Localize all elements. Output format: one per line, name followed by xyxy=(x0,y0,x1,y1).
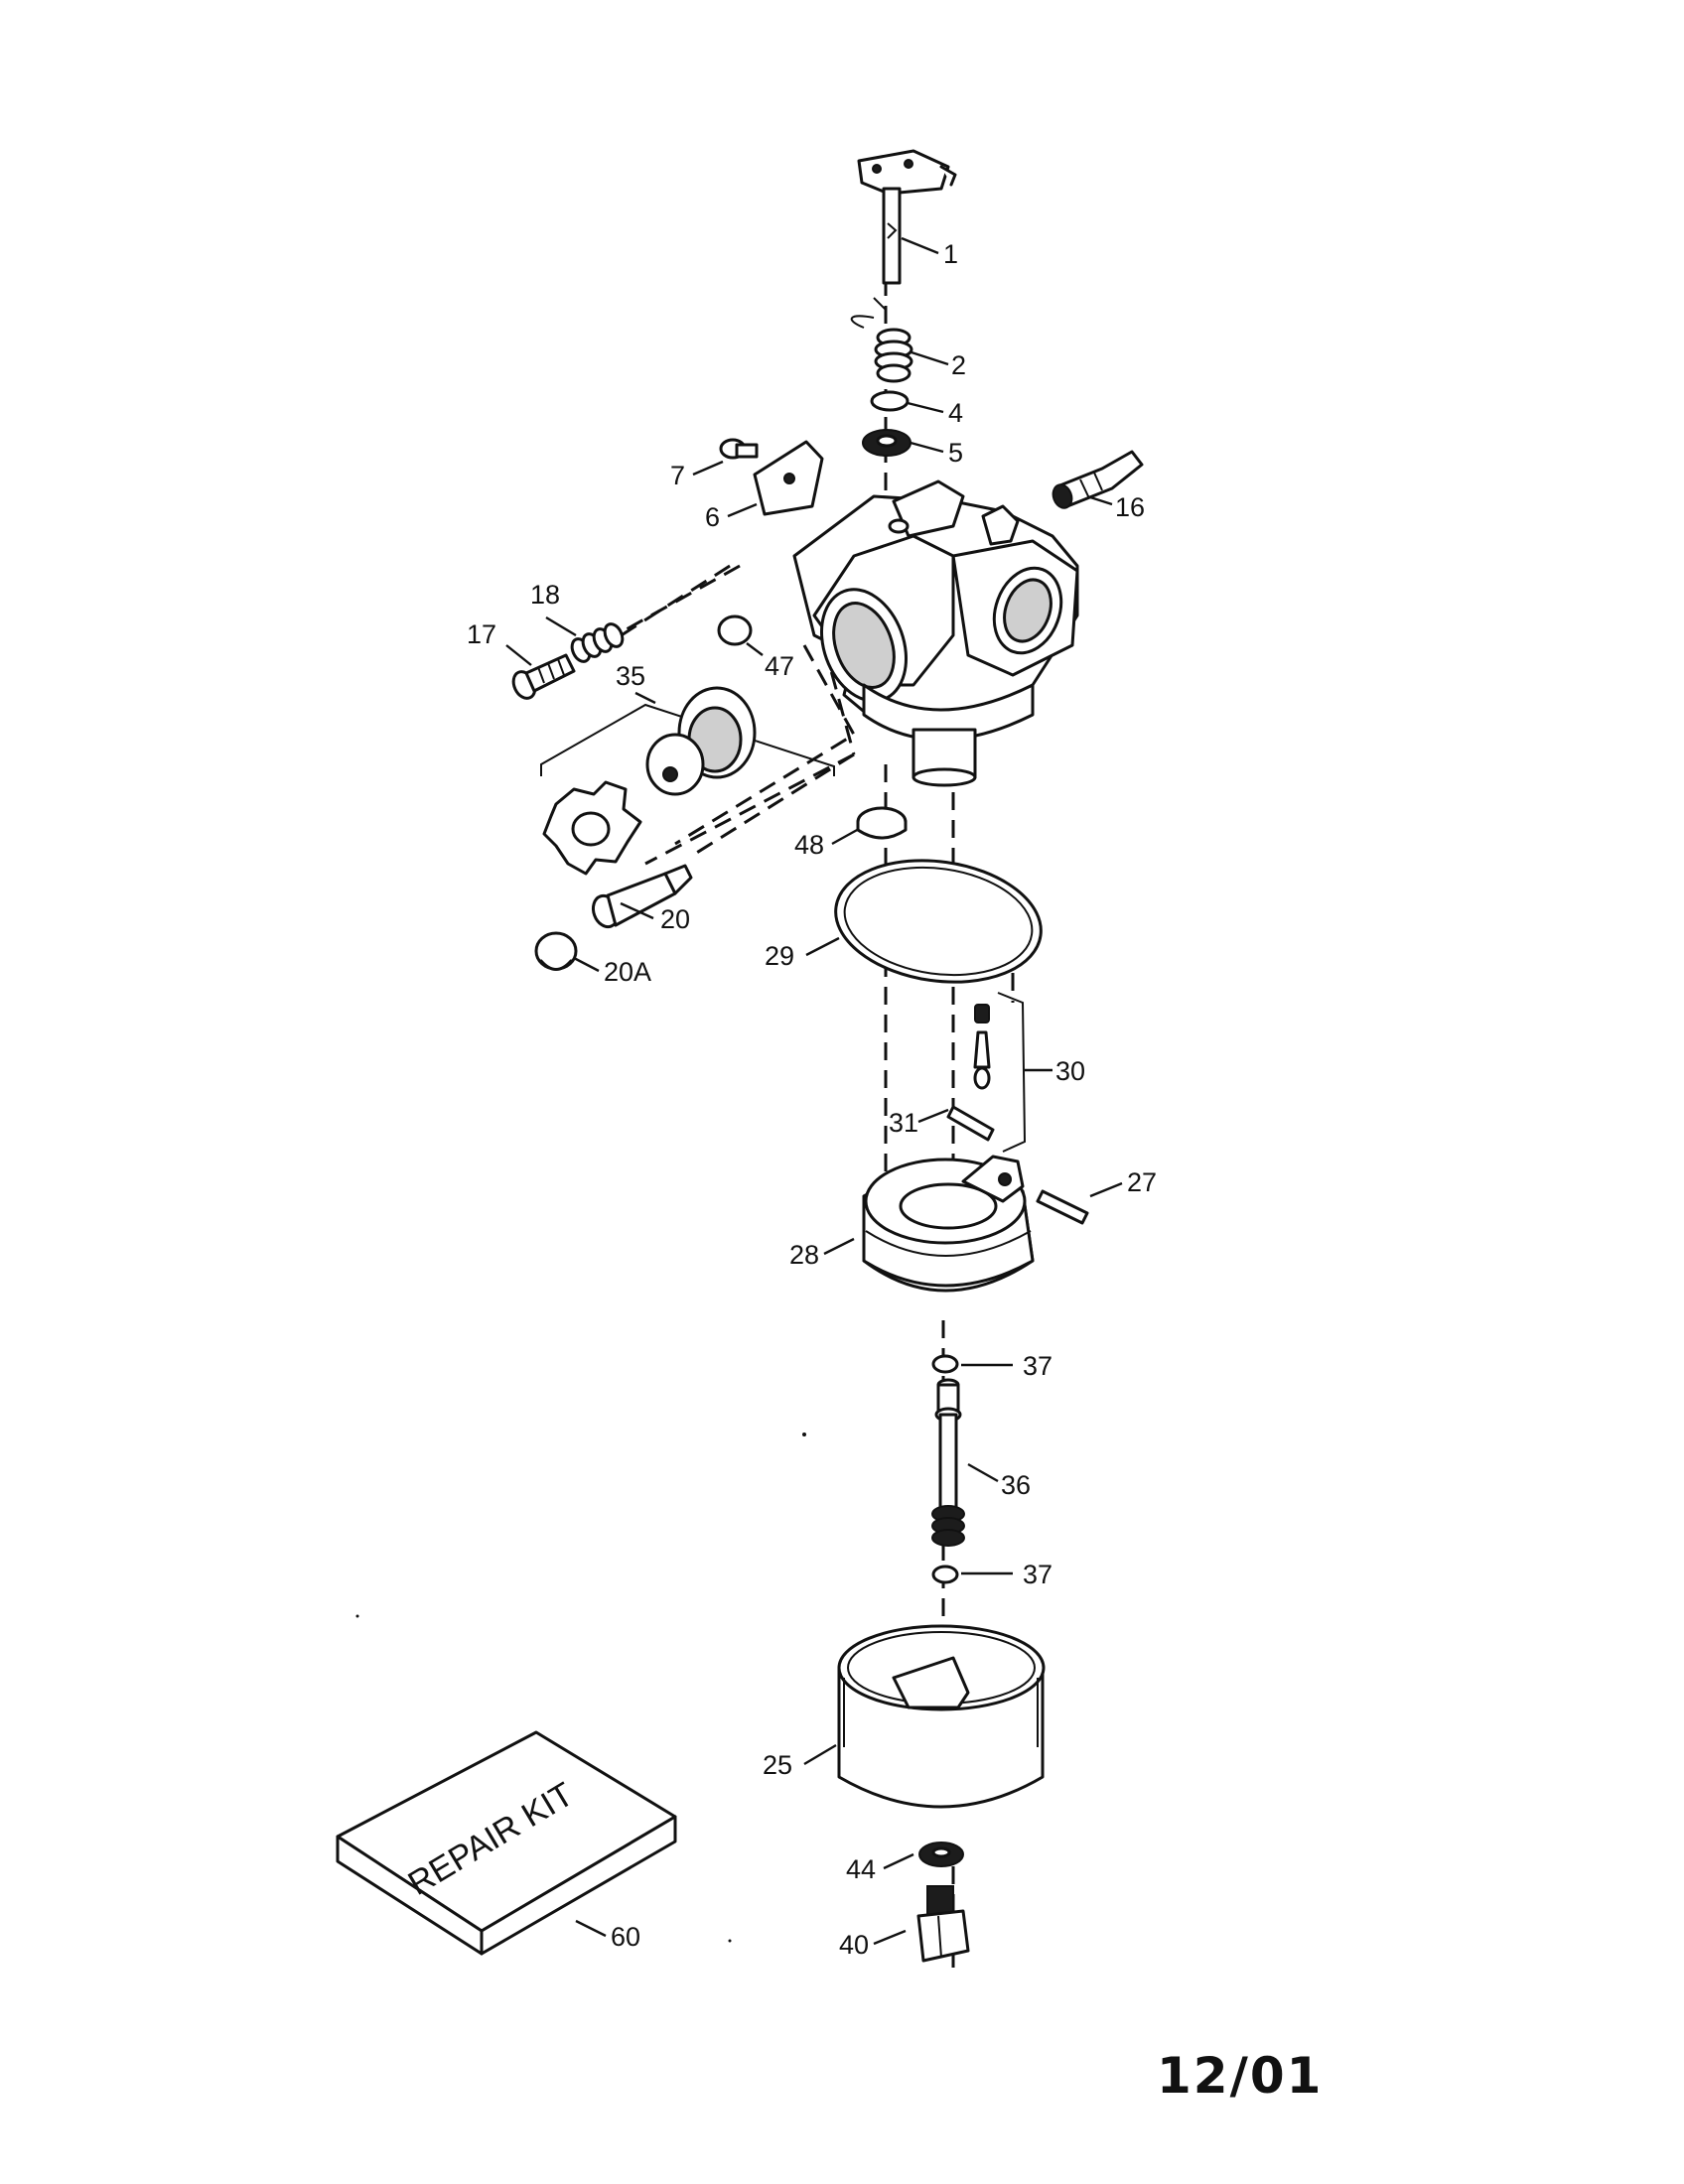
part-25-float-bowl xyxy=(837,1624,1046,1809)
part-44-washer xyxy=(918,1842,964,1867)
callout-31: 31 xyxy=(889,1108,918,1138)
callout-37-bottom: 37 xyxy=(1023,1560,1052,1589)
part-7-screw xyxy=(719,438,759,460)
part-1-throttle-shaft xyxy=(857,149,957,285)
callout-30: 30 xyxy=(1055,1056,1085,1086)
part-36-main-nozzle xyxy=(931,1378,965,1547)
part-20a-cap xyxy=(534,931,578,971)
callout-37-top: 37 xyxy=(1023,1351,1052,1381)
scan-speck xyxy=(355,1614,359,1618)
part-18-spring xyxy=(570,622,625,663)
callout-2: 2 xyxy=(951,350,966,380)
date-code: 12/01 xyxy=(1157,2047,1323,2105)
callout-numbers: 1 2 4 5 7 6 16 18 17 47 35 48 20 20A 29 … xyxy=(467,239,1157,1960)
callout-6: 6 xyxy=(705,502,720,532)
carburetor-body xyxy=(792,479,1079,787)
leader-lines xyxy=(505,236,1123,1946)
callout-36: 36 xyxy=(1001,1470,1031,1500)
callout-20a: 20A xyxy=(604,957,651,987)
part-5-seal xyxy=(862,429,912,457)
part-30-needle-valve xyxy=(973,992,1027,1153)
callout-27: 27 xyxy=(1127,1167,1157,1197)
callout-18: 18 xyxy=(530,580,560,610)
scan-speck xyxy=(802,1433,806,1436)
part-60-repair-kit: REPAIR KIT xyxy=(336,1730,677,1956)
scan-speck xyxy=(728,1939,732,1943)
callout-28: 28 xyxy=(789,1240,819,1270)
part-27-hinge-pin xyxy=(1036,1189,1089,1225)
part-40-bowl-nut xyxy=(916,1885,970,1963)
callout-1: 1 xyxy=(943,239,958,269)
callout-29: 29 xyxy=(765,941,794,971)
part-28-float xyxy=(862,1155,1035,1293)
part-31-pin xyxy=(946,1105,995,1142)
part-48-disc xyxy=(856,806,908,840)
part-6-throttle-plate xyxy=(753,440,824,516)
part-17-idle-screw xyxy=(511,653,576,700)
part-37-oring-top xyxy=(931,1354,959,1374)
callout-20: 20 xyxy=(660,904,690,934)
callout-48: 48 xyxy=(794,830,824,860)
part-35-primer-assembly xyxy=(540,686,835,876)
callout-5: 5 xyxy=(948,438,963,468)
callout-16: 16 xyxy=(1115,492,1145,522)
callout-7: 7 xyxy=(670,461,685,490)
callout-60: 60 xyxy=(611,1922,640,1952)
callout-4: 4 xyxy=(948,398,963,428)
callout-47: 47 xyxy=(765,651,794,681)
part-29-gasket xyxy=(834,859,1043,984)
part-2-spring xyxy=(850,297,913,383)
callout-25: 25 xyxy=(763,1750,792,1780)
part-37-oring-bottom xyxy=(931,1565,959,1584)
callout-35: 35 xyxy=(616,661,645,691)
part-16-fitting xyxy=(1052,450,1144,509)
callout-17: 17 xyxy=(467,619,496,649)
callout-44: 44 xyxy=(846,1854,876,1884)
callout-40: 40 xyxy=(839,1930,869,1960)
part-20-needle xyxy=(591,864,693,929)
part-4-washer xyxy=(870,390,910,412)
part-47-plug xyxy=(717,614,753,646)
